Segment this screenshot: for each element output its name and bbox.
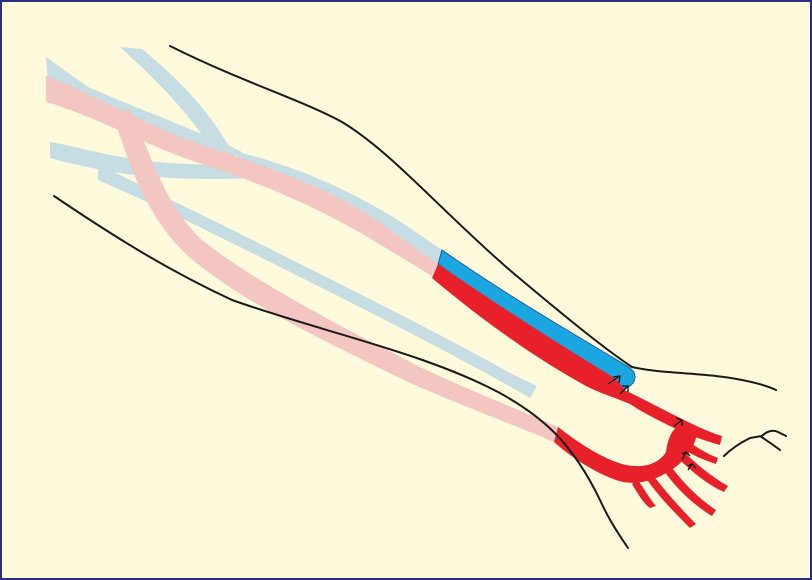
diagram-frame <box>0 0 812 580</box>
forearm-blood-vessel-diagram <box>2 2 810 578</box>
